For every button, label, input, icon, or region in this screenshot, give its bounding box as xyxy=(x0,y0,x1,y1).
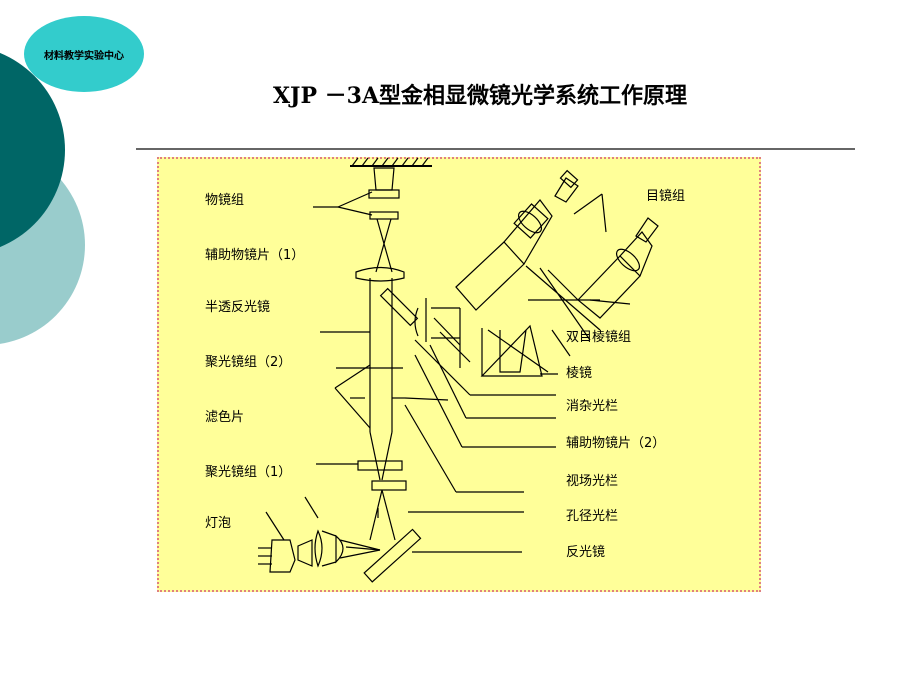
label-aux-lens-1: 辅助物镜片（1） xyxy=(205,248,305,263)
label-reflector: 反光镜 xyxy=(566,545,606,560)
reflector-mirror xyxy=(363,528,422,583)
label-aux-lens-2: 辅助物镜片（2） xyxy=(566,436,666,451)
lamp-assembly xyxy=(258,496,381,573)
title-divider xyxy=(136,148,855,150)
label-field-stop: 视场光栏 xyxy=(566,474,619,489)
label-half-mirror: 半透反光镜 xyxy=(205,300,271,315)
label-prism: 棱镜 xyxy=(566,366,593,381)
binocular-prism-group xyxy=(455,169,659,377)
page-title: XJP －3A型金相显微镜光学系统工作原理 xyxy=(272,83,688,109)
dark-teal-circle xyxy=(0,52,65,248)
label-eyepiece-group: 目镜组 xyxy=(646,189,686,204)
center-badge: 材料教学实验中心 xyxy=(24,16,144,92)
label-filter: 滤色片 xyxy=(205,410,245,425)
condenser-group-2 xyxy=(334,364,405,429)
diagram-panel xyxy=(157,157,761,592)
aux-lens-1 xyxy=(355,266,405,282)
half-mirror xyxy=(379,287,419,327)
light-path xyxy=(369,218,396,541)
label-condenser-1: 聚光镜组（1） xyxy=(205,465,292,480)
label-condenser-2: 聚光镜组（2） xyxy=(205,355,292,370)
label-stray-light-stop: 消杂光栏 xyxy=(566,399,619,414)
condenser-group-1 xyxy=(316,460,407,491)
badge-text: 材料教学实验中心 xyxy=(44,50,124,62)
side-optics xyxy=(320,298,471,368)
leader-lines xyxy=(404,329,571,553)
specimen-stage xyxy=(350,157,432,167)
label-aperture-stop: 孔径光栏 xyxy=(566,509,619,524)
label-objective-group: 物镜组 xyxy=(205,193,245,208)
label-binocular-prism: 双目棱镜组 xyxy=(566,330,632,345)
label-lamp: 灯泡 xyxy=(205,516,232,531)
objective-group xyxy=(313,167,400,220)
